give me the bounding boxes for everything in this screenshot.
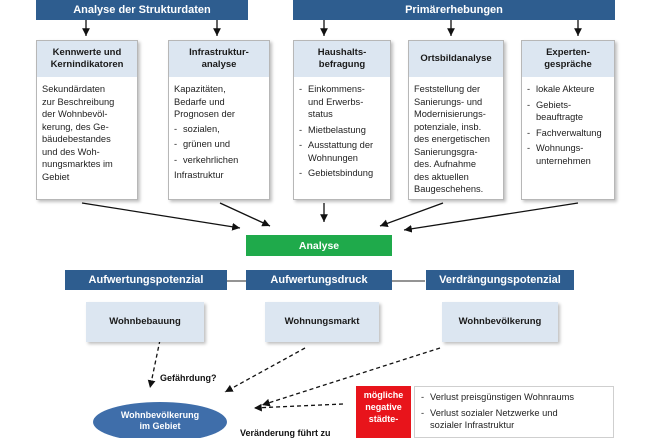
header-strukturdaten: Analyse der Strukturdaten: [36, 0, 248, 20]
factor-verdraengungspotenzial: Verdrängungspotenzial: [426, 270, 574, 290]
subbox-wohnbevoelkerung: Wohnbevölkerung: [442, 302, 558, 342]
column-infrastruktur: Infrastruktur- analyse Kapazitäten, Beda…: [168, 40, 270, 200]
list-item: Gebietsbindung: [299, 167, 385, 180]
column-title: Ortsbildanalyse: [409, 41, 503, 77]
column-text: Kapazitäten, Bedarfe und Prognosen der: [174, 84, 235, 119]
gefaehrdung-label: Gefährdung?: [160, 373, 217, 383]
column-haushaltsbefragung: Haushalts- befragung Einkommens- und Erw…: [293, 40, 391, 200]
column-title: Experten- gespräche: [522, 41, 614, 77]
list-item: Verlust preisgünstigen Wohnraums: [421, 391, 607, 404]
column-ortsbildanalyse: Ortsbildanalyse Feststellung der Sanieru…: [408, 40, 504, 200]
list-item: Ausstattung der Wohnungen: [299, 139, 385, 164]
column-title: Infrastruktur- analyse: [169, 41, 269, 77]
factor-aufwertungsdruck: Aufwertungsdruck: [246, 270, 392, 290]
list-item: Wohnungs- unternehmen: [527, 142, 609, 167]
list-item: verkehrlichen: [174, 154, 264, 167]
list-item: lokale Akteure: [527, 83, 609, 96]
column-expertengespraeche: Experten- gespräche lokale Akteure Gebie…: [521, 40, 615, 200]
column-text: Infrastruktur: [174, 170, 224, 180]
column-text: Sekundärdaten zur Beschreibung der Wohnb…: [42, 84, 115, 182]
column-title: Haushalts- befragung: [294, 41, 390, 77]
consequences-list: Verlust preisgünstigen Wohnraums Verlust…: [414, 386, 614, 438]
population-ellipse: [93, 402, 227, 438]
analyse-box: Analyse: [246, 235, 392, 256]
consequences-warning: mögliche negative städte-: [356, 386, 411, 438]
population-label: Wohnbevölkerung im Gebiet: [120, 410, 200, 431]
column-title: Kennwerte und Kernindikatoren: [37, 41, 137, 77]
list-item: sozialen,: [174, 123, 264, 136]
factor-aufwertungspotenzial: Aufwertungspotenzial: [65, 270, 227, 290]
veraenderung-label: Veränderung führt zu: [240, 428, 331, 438]
subbox-wohnbebauung: Wohnbebauung: [86, 302, 204, 342]
list-item: Einkommens- und Erwerbs- status: [299, 83, 385, 121]
list-item: Gebiets- beauftragte: [527, 99, 609, 124]
header-primaererhebungen: Primärerhebungen: [293, 0, 615, 20]
column-text: Feststellung der Sanierungs- und Moderni…: [414, 84, 490, 194]
column-kennwerte: Kennwerte und Kernindikatoren Sekundärda…: [36, 40, 138, 200]
list-item: Fachverwaltung: [527, 127, 609, 140]
list-item: grünen und: [174, 138, 264, 151]
list-item: Mietbelastung: [299, 124, 385, 137]
list-item: Verlust sozialer Netzwerke und sozialer …: [421, 407, 607, 432]
subbox-wohnungsmarkt: Wohnungsmarkt: [265, 302, 379, 342]
